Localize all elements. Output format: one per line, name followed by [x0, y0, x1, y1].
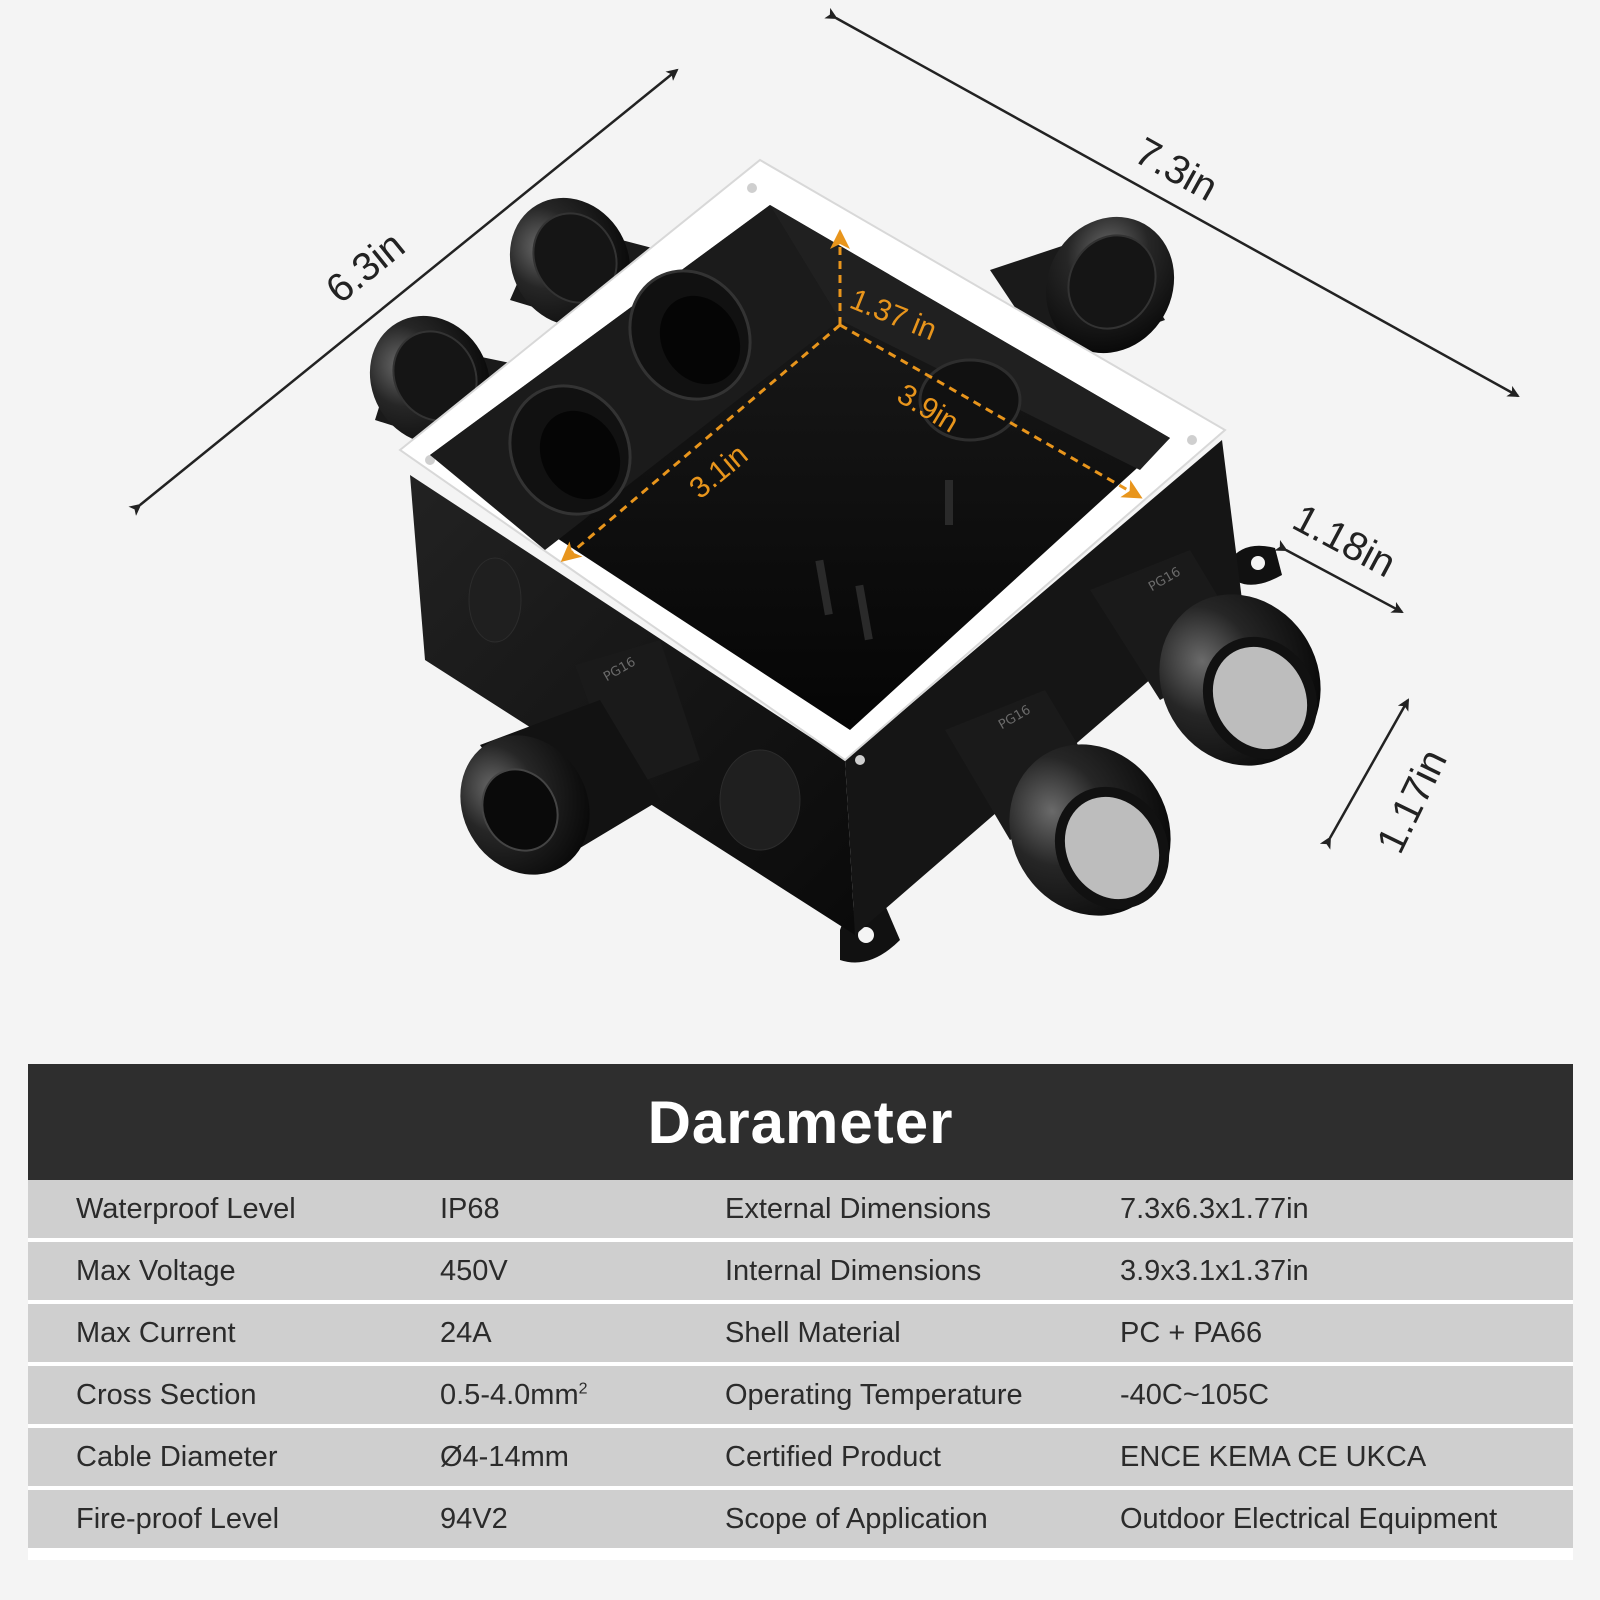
- spec-value-text: PC + PA66: [1120, 1316, 1263, 1349]
- label-overall-width: 6.3in: [318, 223, 413, 312]
- spec-value: -40C~105C: [1098, 1379, 1573, 1412]
- spec-key: Internal Dimensions: [678, 1255, 1098, 1288]
- spec-key-text: Internal Dimensions: [725, 1254, 982, 1287]
- spec-key: Max Voltage: [28, 1255, 403, 1288]
- spec-key-text: Certified Product: [725, 1440, 941, 1473]
- table-row: Max Voltage 450V Internal Dimensions 3.9x3.…: [28, 1238, 1573, 1300]
- dim-line-gland-height: [1319, 698, 1410, 850]
- table-row: Cable Diameter Ø4-14mm Certified Product EN…: [28, 1424, 1573, 1486]
- spec-value: IP68: [403, 1193, 678, 1226]
- spec-value-text: 24A: [440, 1316, 492, 1349]
- inner-dimension-lines: [560, 229, 1143, 562]
- spec-value: 24A: [403, 1317, 678, 1350]
- cable-gland-front-right-upper: PG16: [1090, 550, 1321, 766]
- spec-value-text: Ø4-14mm: [440, 1440, 569, 1473]
- spec-value-text: Outdoor Electrical Equipment: [1120, 1502, 1498, 1535]
- spec-value: Outdoor Electrical Equipment: [1098, 1503, 1573, 1536]
- spec-rows: Waterproof Level IP68 External Dimensions 7…: [28, 1180, 1573, 1548]
- cable-gland-front-left: PG16: [460, 640, 700, 875]
- table-row: Waterproof Level IP68 External Dimensions 7…: [28, 1180, 1573, 1238]
- spec-key: Max Current: [28, 1317, 403, 1350]
- spec-value: 3.9x3.1x1.37in: [1098, 1255, 1573, 1288]
- spec-value: PC + PA66: [1098, 1317, 1573, 1350]
- spec-value-text: 450V: [440, 1254, 508, 1287]
- spec-value: 94V2: [403, 1503, 678, 1536]
- table-row: Fire-proof Level 94V2 Scope of Application…: [28, 1486, 1573, 1548]
- spec-value-text: 94V2: [440, 1502, 508, 1535]
- dim-line-overall-length: [824, 7, 1520, 398]
- spec-value-text: 7.3x6.3x1.77in: [1120, 1192, 1309, 1225]
- spec-key: Operating Temperature: [678, 1379, 1098, 1412]
- spec-header: Darameter: [28, 1064, 1573, 1180]
- label-gland-width: 1.18in: [1286, 496, 1403, 586]
- spec-key-text: Shell Material: [725, 1316, 901, 1349]
- spec-value-text: -40C~105C: [1120, 1378, 1270, 1411]
- table-row: Max Current 24A Shell Material PC + PA66: [28, 1300, 1573, 1362]
- spec-value: 450V: [403, 1255, 678, 1288]
- spec-key-text: Waterproof Level: [76, 1192, 296, 1225]
- spec-key: Waterproof Level: [28, 1193, 403, 1226]
- spec-value: 0.5-4.0mm2: [403, 1379, 678, 1412]
- spec-key: Fire-proof Level: [28, 1503, 403, 1536]
- spec-title: Darameter: [647, 1088, 954, 1156]
- spec-key-text: Cross Section: [76, 1378, 257, 1411]
- label-overall-length: 7.3in: [1128, 129, 1225, 210]
- dimension-lines: [128, 7, 1520, 850]
- spec-value-text: ENCE KEMA CE UKCA: [1120, 1440, 1427, 1473]
- spec-value: ENCE KEMA CE UKCA: [1098, 1441, 1573, 1474]
- dim-line-gland-width: [1274, 539, 1404, 614]
- spec-key: Scope of Application: [678, 1503, 1098, 1536]
- table-row: Cross Section 0.5-4.0mm2 Operating Tempera…: [28, 1362, 1573, 1424]
- spec-value: 7.3x6.3x1.77in: [1098, 1193, 1573, 1226]
- spec-value: Ø4-14mm: [403, 1441, 678, 1474]
- spec-key-text: Max Current: [76, 1316, 236, 1349]
- spec-key: External Dimensions: [678, 1193, 1098, 1226]
- spec-value-text: 0.5-4.0mm: [440, 1378, 579, 1411]
- spec-value-text: 3.9x3.1x1.37in: [1120, 1254, 1309, 1287]
- spec-table: Darameter Waterproof Level IP68 External D…: [28, 1064, 1573, 1560]
- spec-key: Shell Material: [678, 1317, 1098, 1350]
- spec-key-text: External Dimensions: [725, 1192, 991, 1225]
- spec-key-text: Max Voltage: [76, 1254, 236, 1287]
- cable-gland-front-right-lower: PG16: [945, 690, 1171, 916]
- cable-gland-back-right: [990, 216, 1175, 360]
- spec-key-text: Operating Temperature: [725, 1378, 1023, 1411]
- label-gland-height: 1.17in: [1369, 743, 1456, 860]
- spec-key-text: Cable Diameter: [76, 1440, 278, 1473]
- spec-key-text: Scope of Application: [725, 1502, 988, 1535]
- dim-line-overall-width: [128, 68, 679, 516]
- spec-value-superscript: 2: [578, 1379, 588, 1397]
- dim-line-inner-length: [839, 323, 1143, 499]
- spec-value-text: IP68: [440, 1192, 500, 1225]
- spec-key: Certified Product: [678, 1441, 1098, 1474]
- spec-key: Cross Section: [28, 1379, 403, 1412]
- junction-box-diagram: PG16 PG16 PG16 6.3in 7.3in 1.18in 1.17in…: [128, 7, 1520, 963]
- dim-line-inner-width: [560, 323, 841, 562]
- spec-key: Cable Diameter: [28, 1441, 403, 1474]
- spec-key-text: Fire-proof Level: [76, 1502, 280, 1535]
